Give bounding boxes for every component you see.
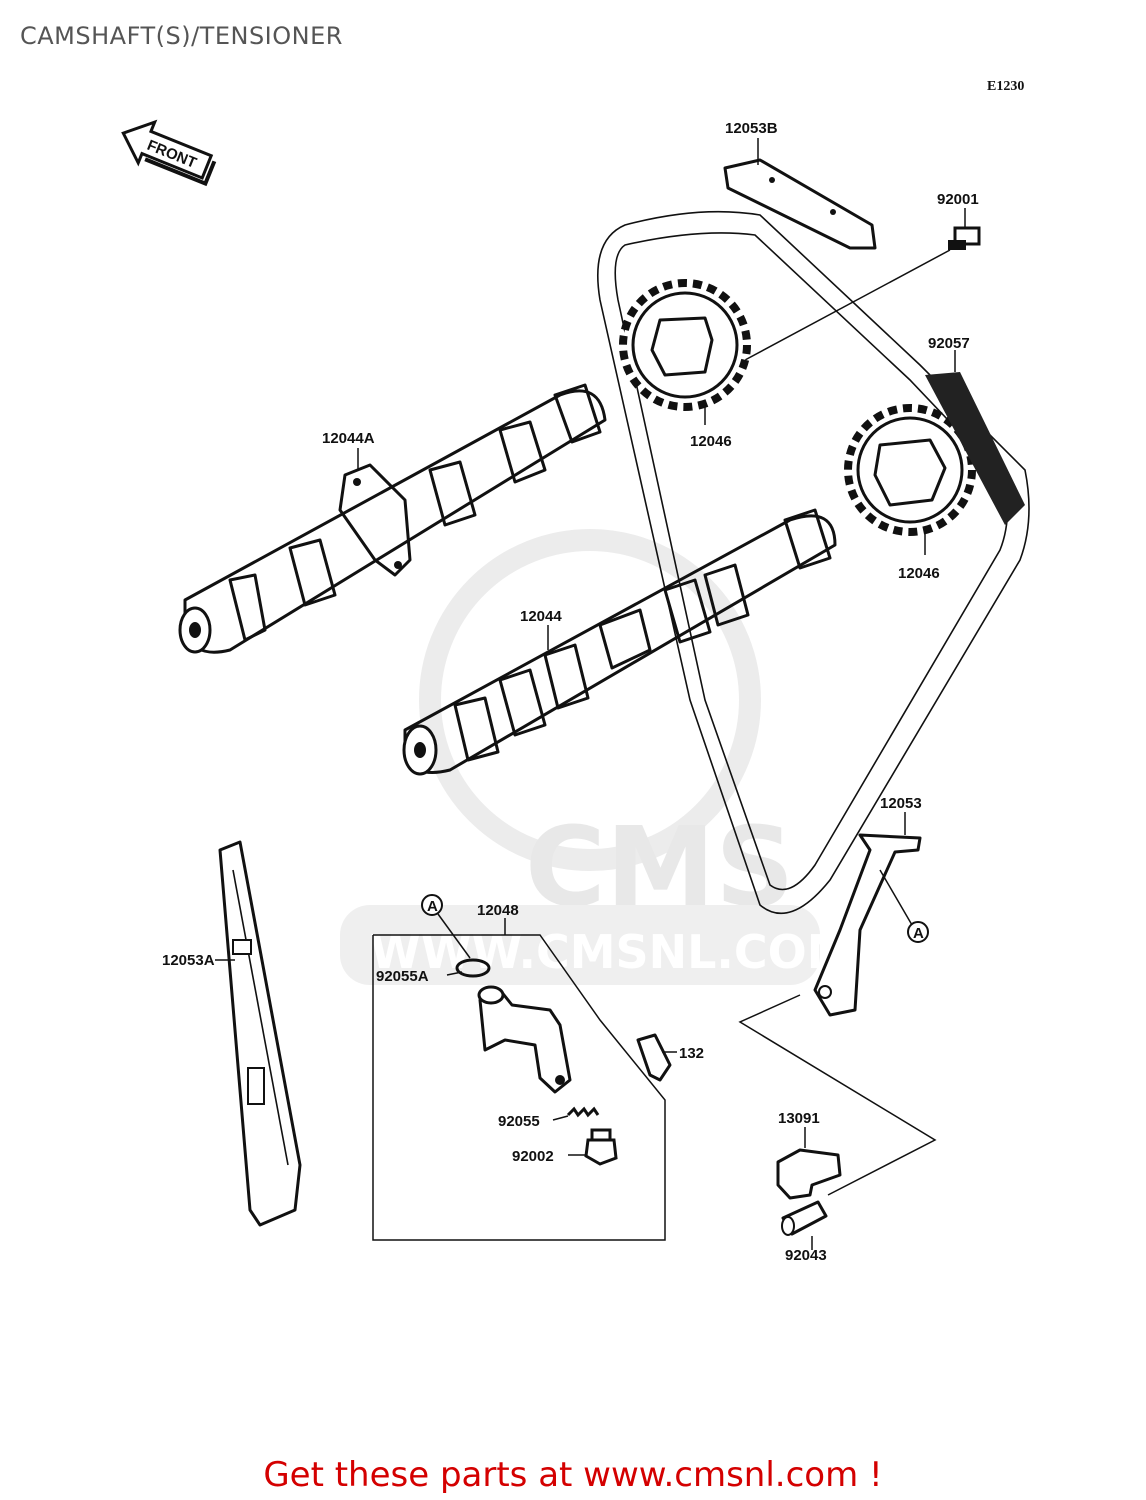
callout-12053A: 12053A	[162, 952, 215, 969]
callout-13091: 13091	[778, 1110, 820, 1127]
chain-tensioner	[477, 985, 572, 1094]
bolt-92001	[948, 226, 981, 250]
tensioner-assembly-box	[372, 934, 666, 1241]
footer-link[interactable]: Get these parts at www.cmsnl.com !	[263, 1455, 883, 1495]
spring-92055	[566, 1106, 600, 1118]
camshaft-12044	[402, 508, 837, 776]
chain-guide-right	[813, 833, 922, 1017]
callout-92057: 92057	[928, 335, 970, 352]
cam-sprocket-upper	[619, 279, 751, 411]
callout-92001: 92001	[937, 191, 979, 208]
callout-12053B: 12053B	[725, 120, 778, 137]
mark-a-right: A	[913, 925, 924, 942]
callout-132: 132	[679, 1045, 704, 1062]
cam-sprocket-lower	[844, 404, 976, 536]
bolt-132	[636, 1033, 672, 1082]
cam-chain-92057	[925, 372, 1025, 525]
o-ring-92055A	[455, 958, 491, 978]
collar-92043	[781, 1200, 828, 1236]
callout-92043: 92043	[785, 1247, 827, 1264]
bolt-92002	[584, 1128, 618, 1166]
page-title: CAMSHAFT(S)/TENSIONER	[20, 22, 343, 50]
callout-12044A: 12044A	[322, 430, 375, 447]
diagram-code: E1230	[987, 79, 1024, 94]
callout-12044: 12044	[520, 608, 562, 625]
camshaft-12044A	[178, 383, 607, 654]
callout-12046-upper: 12046	[690, 433, 732, 450]
callout-12046-lower: 12046	[898, 565, 940, 582]
callout-92055: 92055	[498, 1113, 540, 1130]
mark-a-left: A	[427, 898, 438, 915]
callout-12048: 12048	[477, 902, 519, 919]
callout-92002: 92002	[512, 1148, 554, 1165]
watermark-url: WWW.CMSNL.COM	[370, 925, 853, 979]
callout-92055A: 92055A	[376, 968, 429, 985]
chain-guide-left	[218, 840, 302, 1227]
chain-guide-upper	[723, 158, 877, 250]
front-arrow-icon: FRONT	[121, 119, 217, 187]
timing-chain	[597, 210, 1030, 915]
guide-holder-13091	[776, 1148, 842, 1200]
callout-12053: 12053	[880, 795, 922, 812]
